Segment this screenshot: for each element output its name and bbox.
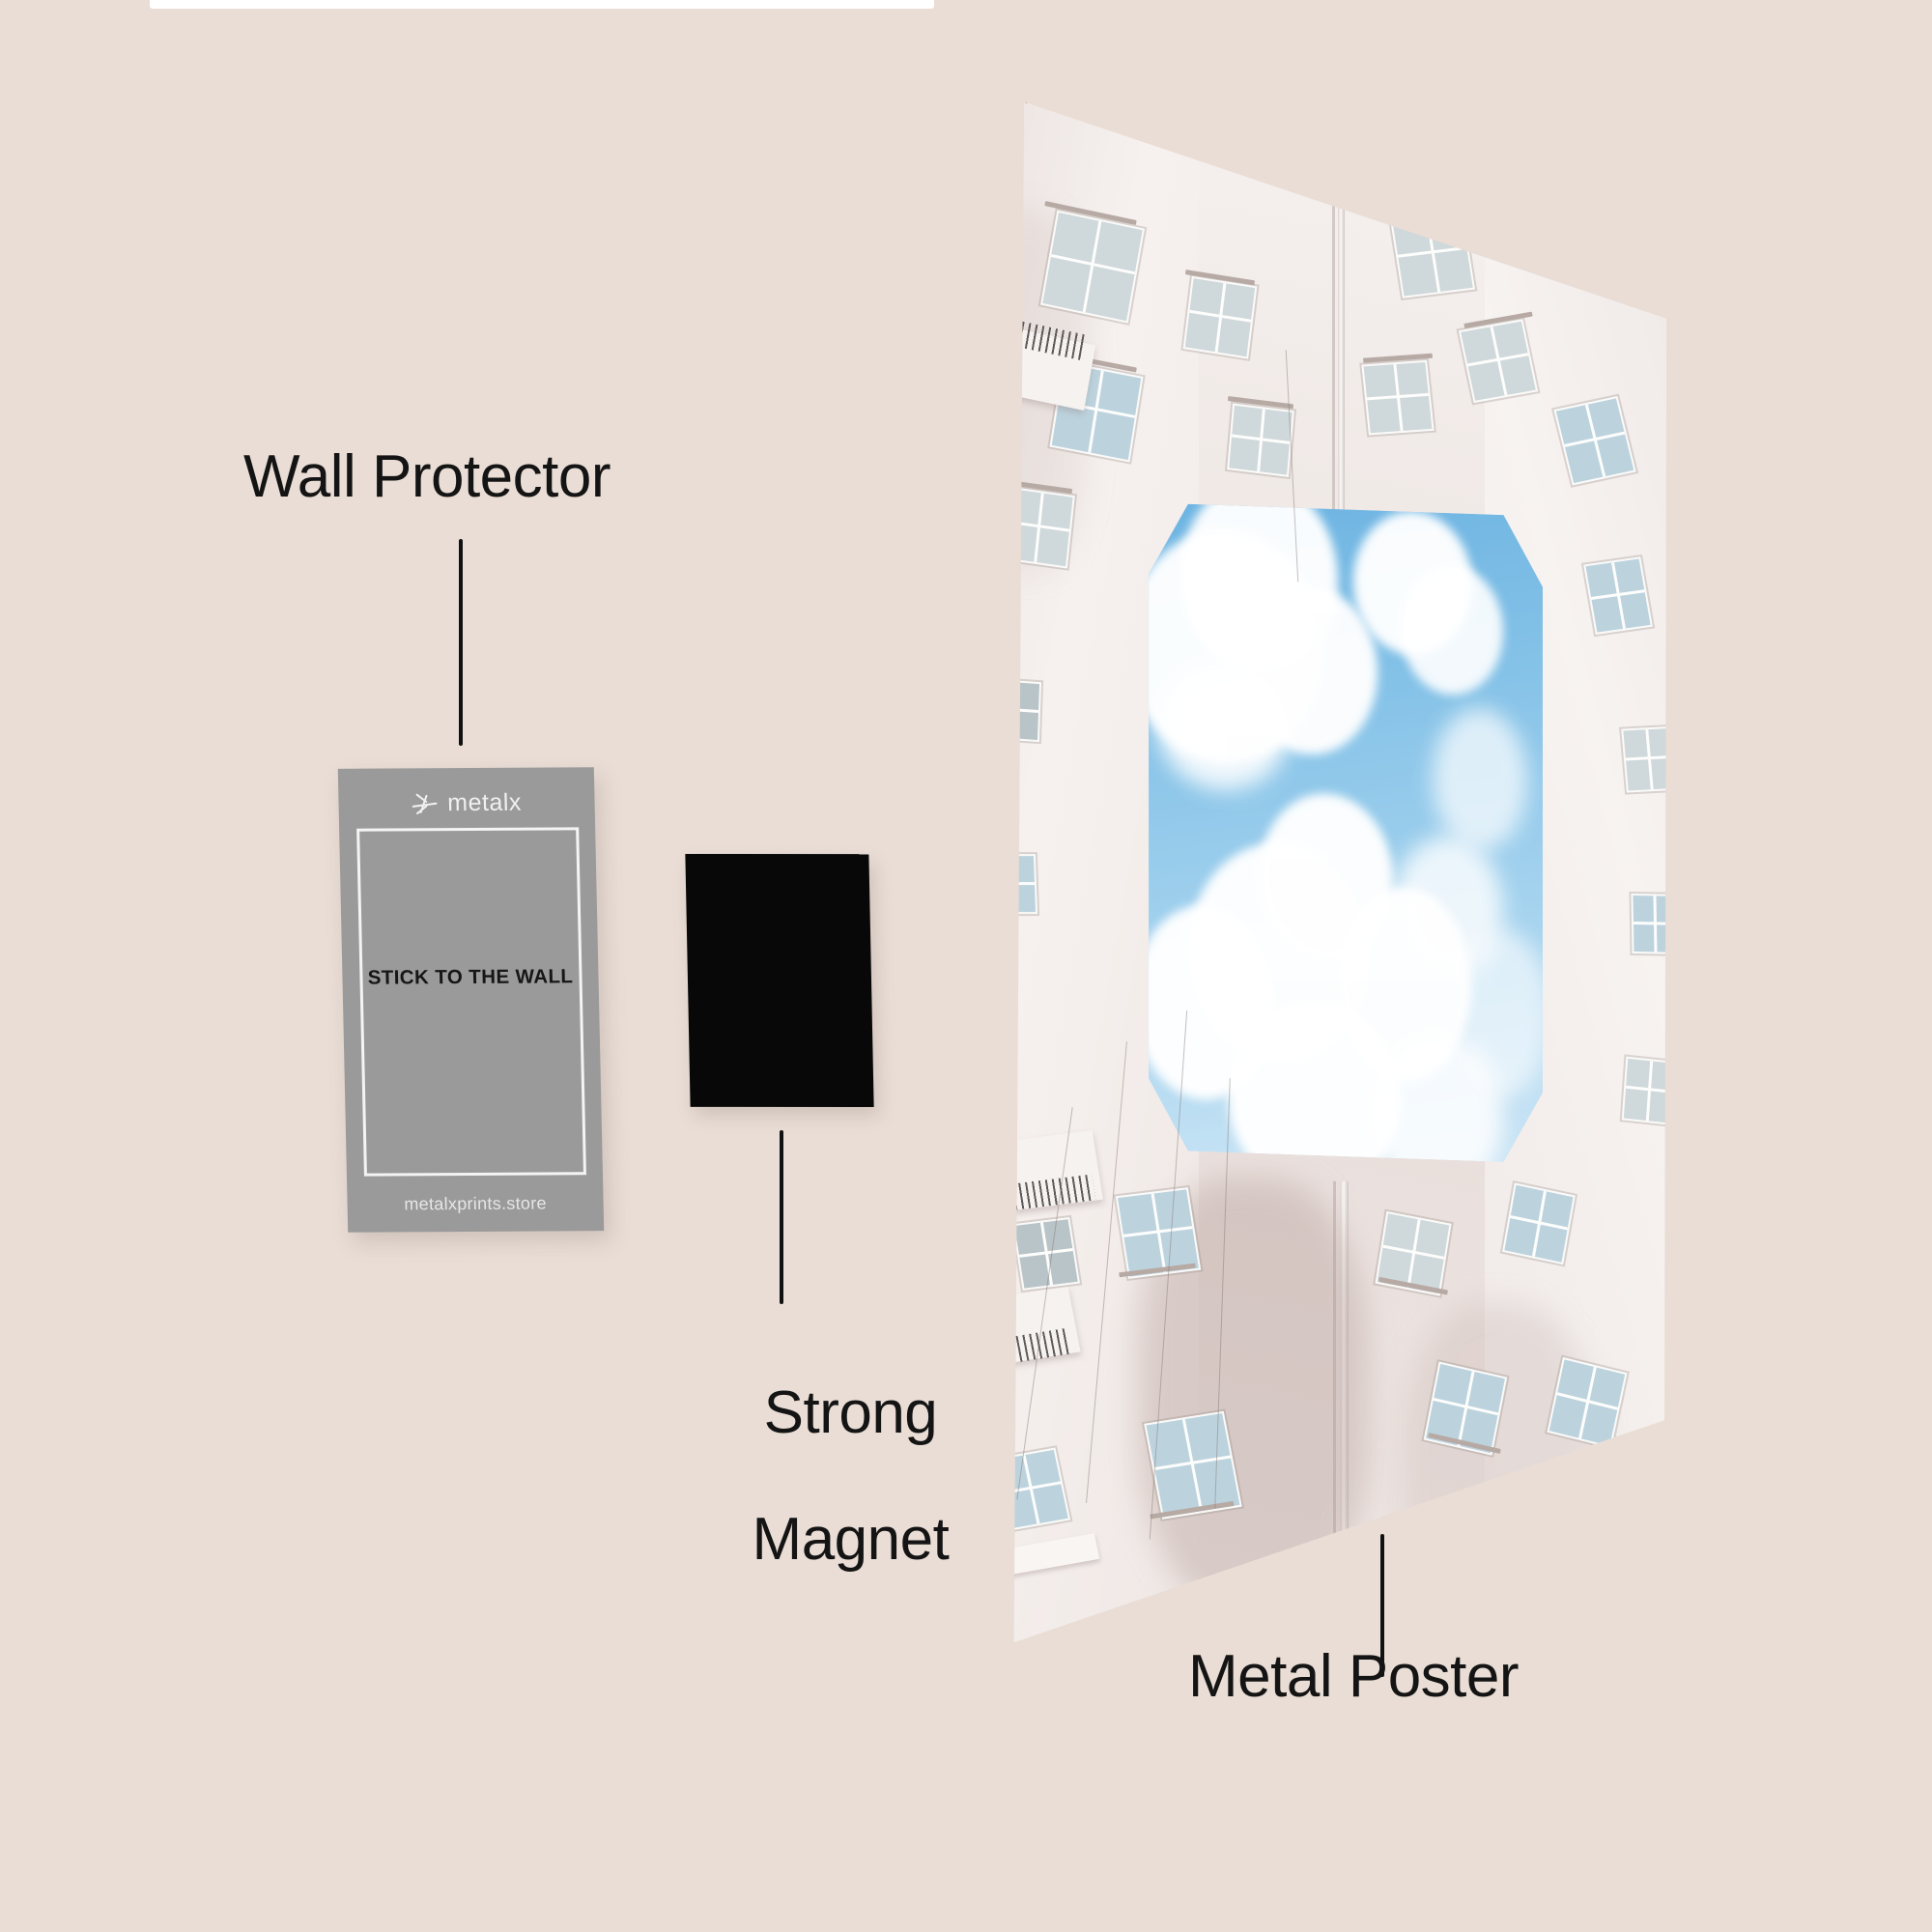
wall-protector-instruction: STICK TO THE WALL [367, 965, 574, 989]
strong-magnet-square [685, 853, 874, 1108]
poster-artwork-photo [1013, 101, 1667, 1643]
strong-magnet-label-line1: Strong [763, 1378, 938, 1446]
brand-name: metalx [446, 788, 523, 817]
sky-opening [1149, 503, 1543, 1164]
wall-protector-url: metalxprints.store [404, 1193, 548, 1214]
leader-line-metal-poster [1380, 1534, 1384, 1677]
callout-label-metal-poster: Metal Poster [1188, 1643, 1520, 1710]
strong-magnet-label-line2: Magnet [752, 1506, 950, 1574]
leader-line-strong-magnet [780, 1130, 783, 1304]
metalx-star-icon [412, 792, 439, 814]
callout-label-wall-protector: Wall Protector [243, 443, 611, 510]
wall-protector-card: metalx STICK TO THE WALL metalxprints.st… [337, 767, 605, 1233]
top-white-strip [150, 0, 934, 9]
callout-label-strong-magnet: Strong Magnet [673, 1318, 963, 1635]
wall-protector-inner-frame [356, 827, 586, 1177]
leader-line-wall-protector [459, 539, 463, 746]
metal-poster-panel [1013, 101, 1667, 1643]
wall-protector-logo: metalx [338, 788, 595, 818]
